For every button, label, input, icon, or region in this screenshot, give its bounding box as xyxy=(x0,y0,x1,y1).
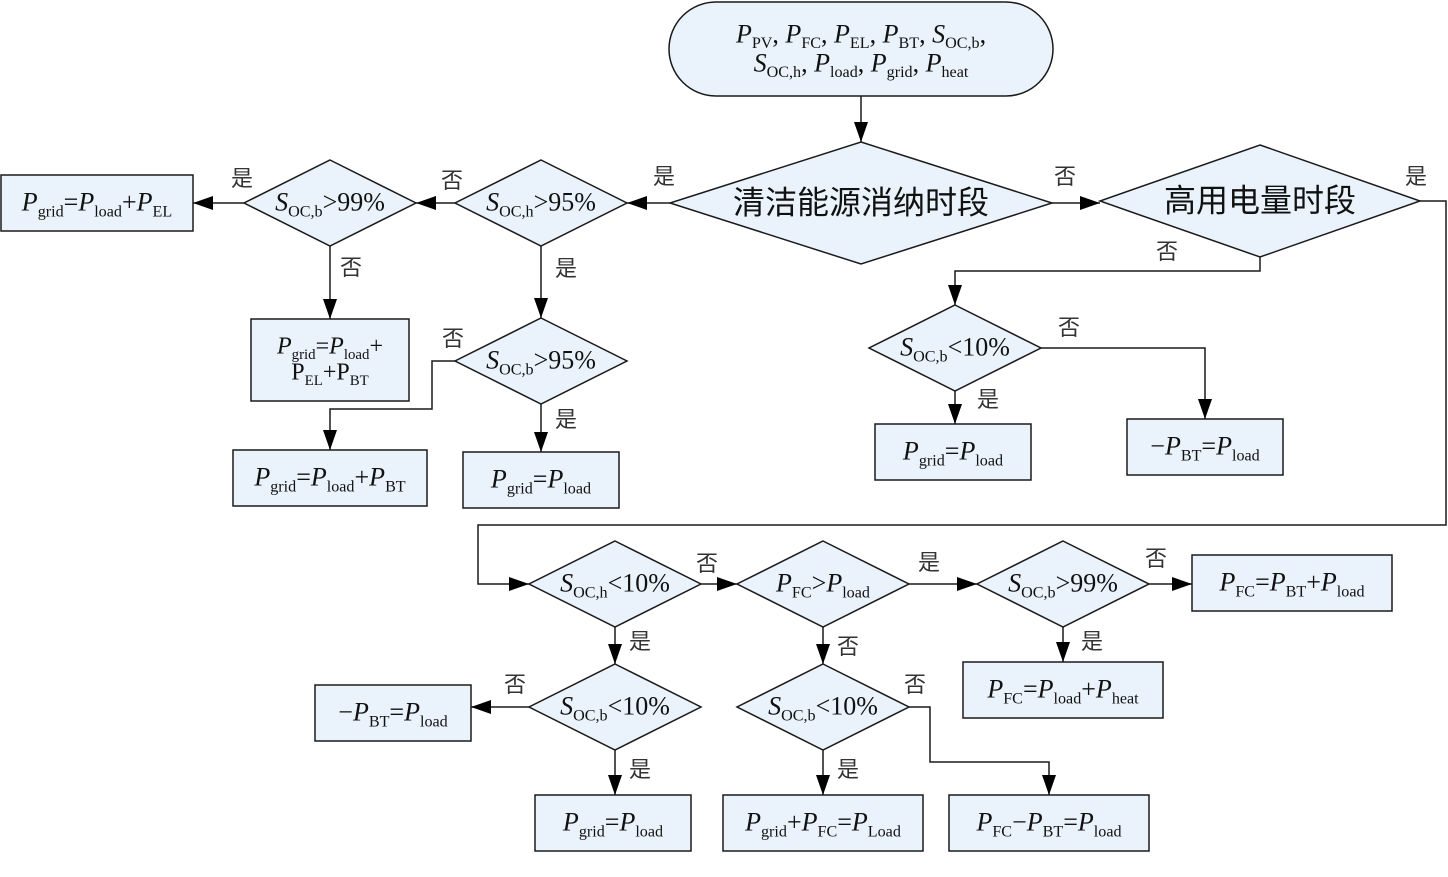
decision-node-d-socb10-a xyxy=(867,304,1043,392)
edge-label-no: 否 xyxy=(903,673,927,698)
decision-node-d-soch95 xyxy=(453,159,629,247)
process-node-r-fc-bt-eq-load xyxy=(948,794,1150,852)
edge-label-no: 否 xyxy=(441,327,465,352)
arrowhead-icon xyxy=(534,432,548,452)
edge-label-no: 否 xyxy=(1155,240,1179,265)
process-node-r-grid-load-a xyxy=(462,451,620,509)
edge-label-no: 否 xyxy=(1144,547,1168,572)
arrowhead-icon xyxy=(323,430,337,450)
process-node-r-grid-fc-load xyxy=(722,794,924,852)
process-node-r-negbt-load-a xyxy=(1126,418,1284,476)
edge-label-no: 否 xyxy=(503,673,527,698)
arrowhead-icon xyxy=(1080,196,1100,210)
edge-label-yes: 是 xyxy=(917,551,941,576)
arrowhead-icon xyxy=(948,404,962,424)
edge-label-yes: 是 xyxy=(554,408,578,433)
arrowhead-icon xyxy=(193,196,213,210)
arrowhead-icon xyxy=(948,285,962,305)
arrowhead-icon xyxy=(323,299,337,319)
arrowhead-icon xyxy=(1042,775,1056,795)
arrowhead-icon xyxy=(534,298,548,318)
decision-node-d-soch10 xyxy=(527,540,703,628)
decision-node-d-clean xyxy=(667,141,1055,265)
process-node-r-grid-load-el-bt xyxy=(250,318,410,402)
arrowhead-icon xyxy=(1198,399,1212,419)
arrowhead-icon xyxy=(717,577,737,591)
process-node-r-negbt-load-b xyxy=(314,684,472,742)
arrowhead-icon xyxy=(471,700,491,714)
process-node-r-fc-load-heat xyxy=(962,661,1164,719)
process-node-r-grid-load-b xyxy=(874,423,1032,481)
arrowhead-icon xyxy=(416,196,436,210)
decision-node-d-socb10-b xyxy=(527,663,703,751)
edge-label-yes: 是 xyxy=(554,257,578,282)
decision-node-d-socb99-b xyxy=(975,540,1151,628)
arrowhead-icon xyxy=(608,775,622,795)
edge-label-no: 否 xyxy=(1057,316,1081,341)
process-node-r-grid-load-bt xyxy=(232,449,428,507)
edge-label-yes: 是 xyxy=(652,165,676,190)
edge-label-yes: 是 xyxy=(836,758,860,783)
edge-label-yes: 是 xyxy=(628,758,652,783)
arrowhead-icon xyxy=(816,775,830,795)
edge-label-yes: 是 xyxy=(976,388,1000,413)
edge-d_peak-to-d_soch10 xyxy=(477,200,1447,585)
edge-label-no: 否 xyxy=(1053,165,1077,190)
decision-node-d-socb99-a xyxy=(242,159,418,247)
decision-node-d-socb10-c xyxy=(735,663,911,751)
arrowhead-icon xyxy=(1056,642,1070,662)
edge-d_socb10_a-to-r_negbt_load_a xyxy=(1041,347,1206,419)
edge-d_peak-to-d_socb10_a xyxy=(954,257,1261,305)
process-node-r-grid-load-c xyxy=(534,794,692,852)
arrowhead-icon xyxy=(957,577,977,591)
arrowhead-icon xyxy=(1172,577,1192,591)
edge-d_socb95-to-r_grid_load_bt xyxy=(329,360,455,450)
arrowhead-icon xyxy=(816,644,830,664)
edge-label-no: 否 xyxy=(339,256,363,281)
edge-label-yes: 是 xyxy=(1404,165,1428,190)
process-node-r-grid-load-el xyxy=(0,174,194,232)
edge-label-no: 否 xyxy=(695,552,719,577)
arrowhead-icon xyxy=(509,577,529,591)
arrowhead-icon xyxy=(627,196,647,210)
edge-label-no: 否 xyxy=(440,169,464,194)
edge-label-yes: 是 xyxy=(230,167,254,192)
edge-label-yes: 是 xyxy=(628,630,652,655)
edge-d_socb10_c-to-r_fc_bt_eq_load xyxy=(909,706,1050,795)
terminator-node-start xyxy=(668,1,1054,97)
decision-node-d-pfc-pload xyxy=(735,540,911,628)
process-node-r-fc-bt-load xyxy=(1191,554,1393,612)
arrowhead-icon xyxy=(854,122,868,142)
arrowhead-icon xyxy=(608,644,622,664)
decision-node-d-socb95 xyxy=(453,317,629,405)
edge-label-no: 否 xyxy=(836,635,860,660)
edge-label-yes: 是 xyxy=(1080,630,1104,655)
decision-node-d-peak xyxy=(1097,144,1423,258)
